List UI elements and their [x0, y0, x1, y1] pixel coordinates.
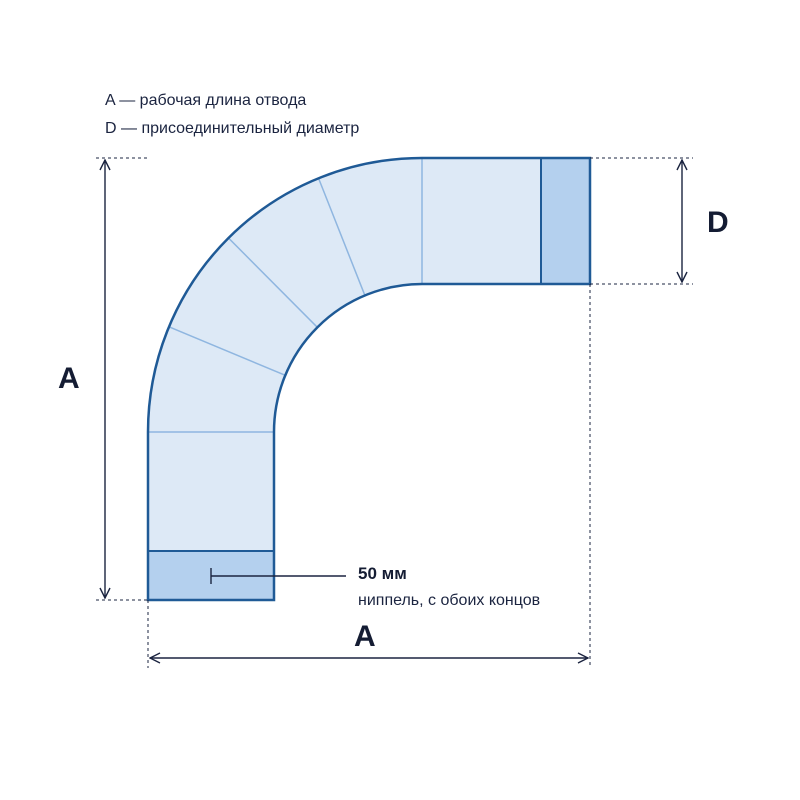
dimension-a-vertical-label: A: [58, 362, 80, 395]
dimension-a-horizontal-label: A: [354, 620, 376, 653]
elbow-outline: [146, 156, 592, 602]
segment-seams: [148, 158, 423, 433]
seam-line: [169, 326, 286, 376]
nipple-description: ниппель, с обоих концов: [358, 592, 541, 609]
seam-line: [227, 237, 318, 328]
elbow-body: [148, 158, 590, 600]
extension-lines: [96, 157, 693, 668]
nipple-right: [540, 157, 591, 285]
nipple-size-label: 50 мм: [358, 564, 407, 583]
dimension-d-label: D: [707, 206, 729, 239]
seam-line: [317, 177, 366, 296]
legend-a-definition: A — рабочая длина отвода: [105, 92, 307, 109]
legend-d-definition: D — присоединительный диаметр: [105, 120, 360, 137]
